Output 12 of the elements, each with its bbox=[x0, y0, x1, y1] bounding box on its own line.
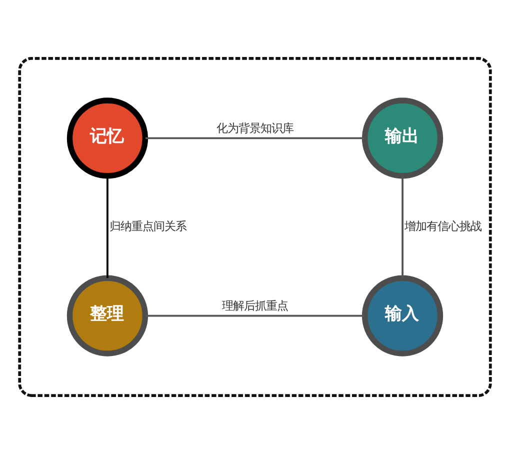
edge-label: 归纳重点间关系 bbox=[110, 218, 187, 232]
node-circle: 整理 bbox=[66, 274, 148, 356]
cluster bbox=[18, 56, 492, 396]
edge-label: 增加有信心挑战 bbox=[404, 218, 482, 232]
node-circle: 输出 bbox=[362, 97, 444, 178]
node-circle: 记忆 bbox=[66, 97, 148, 178]
connector bbox=[145, 136, 365, 139]
connector bbox=[402, 175, 404, 278]
edge-label: 理解后抓重点 bbox=[222, 298, 288, 312]
edge-label: 化为背景知识库 bbox=[216, 120, 294, 135]
node-circle: 输入 bbox=[362, 274, 444, 356]
connector bbox=[145, 314, 365, 316]
